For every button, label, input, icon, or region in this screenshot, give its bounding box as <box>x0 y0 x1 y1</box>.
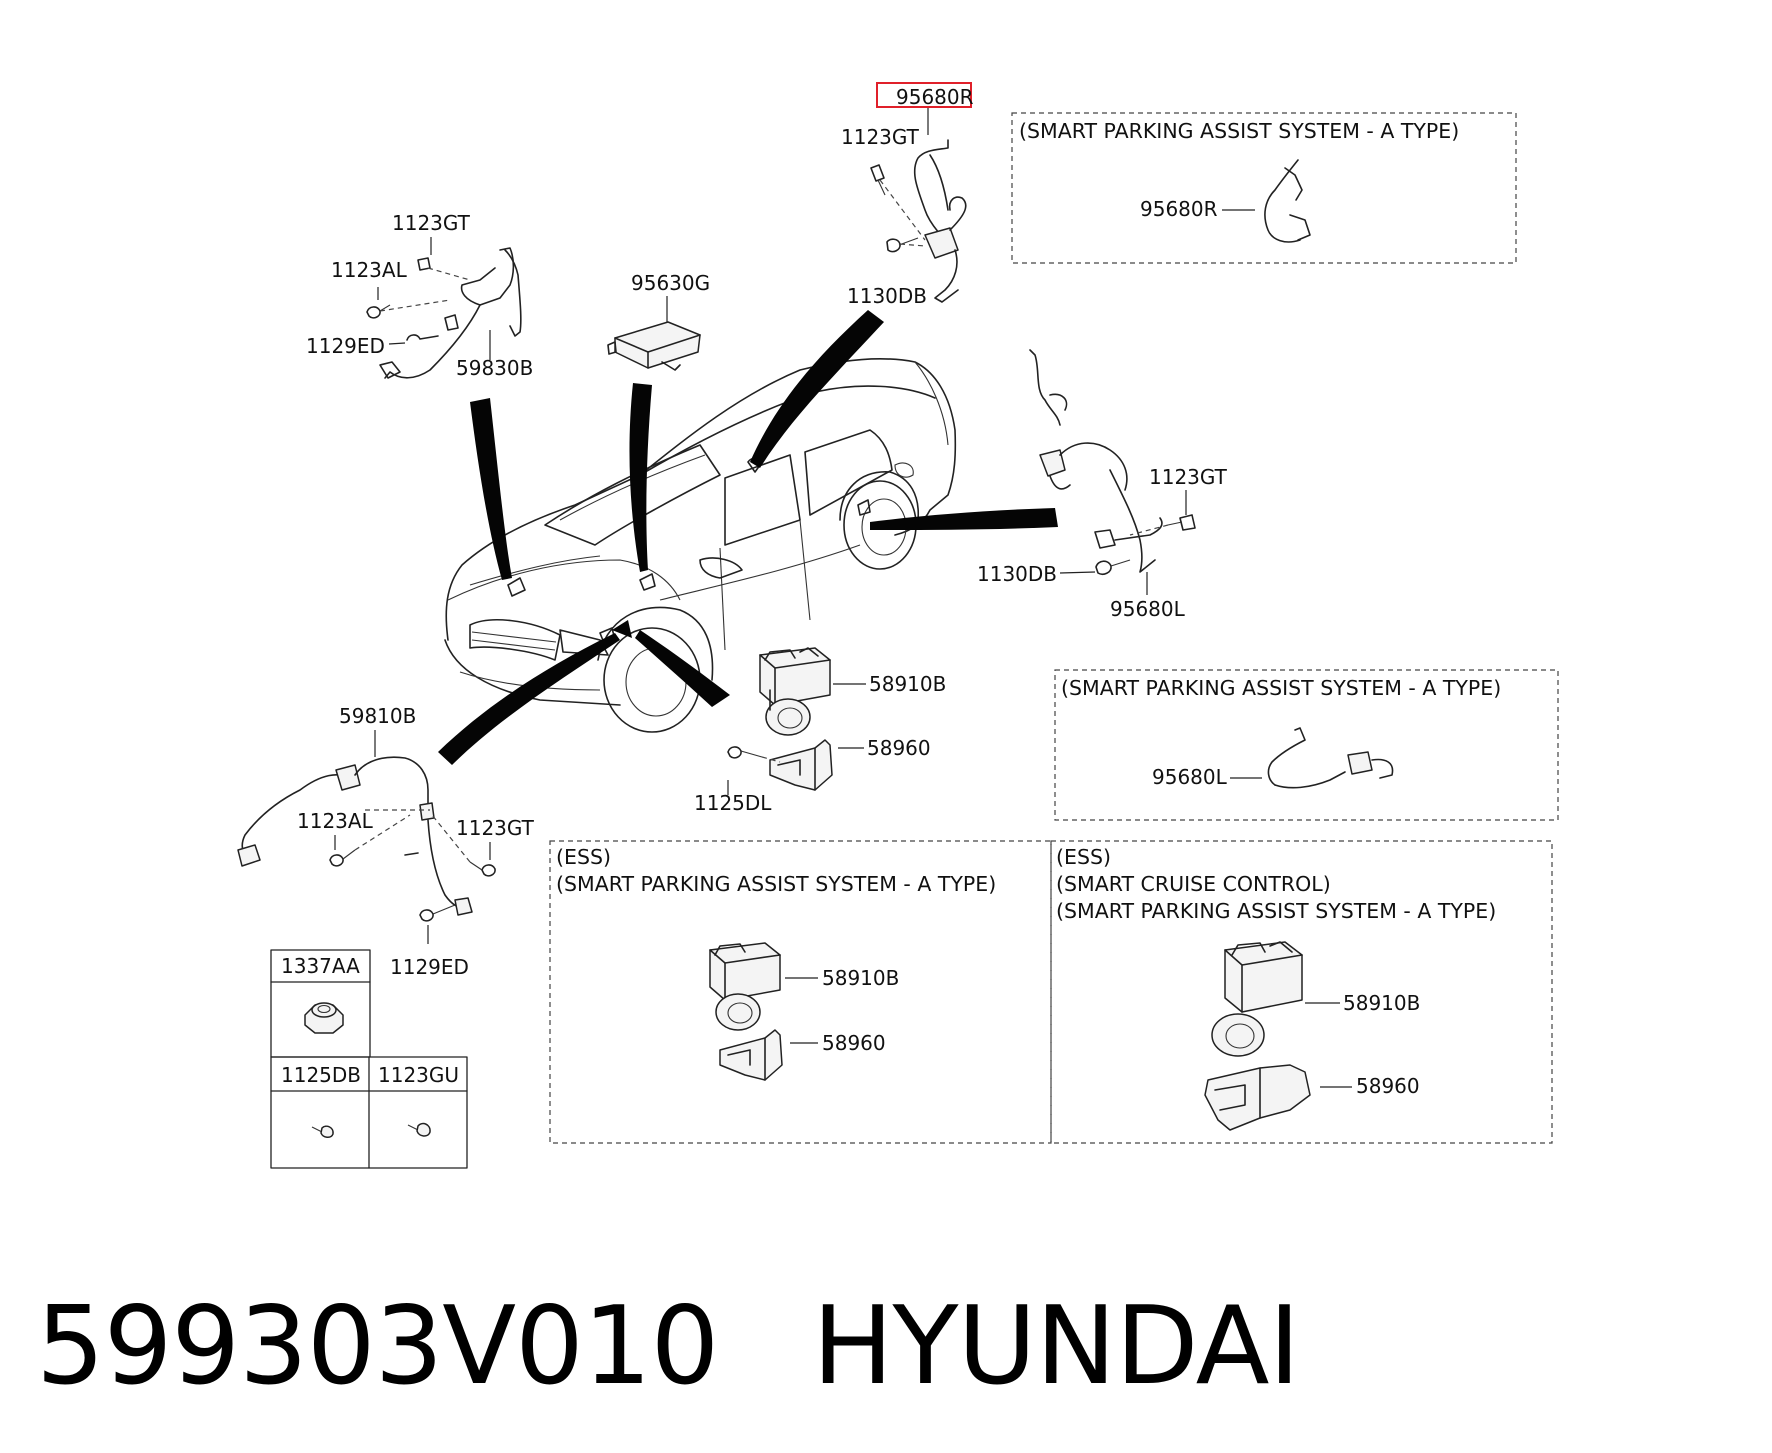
ess-left-line1: (ESS) <box>556 845 611 869</box>
label-1129ED-left[interactable]: 1129ED <box>306 334 385 358</box>
footer-brand: HYUNDAI <box>812 1284 1300 1409</box>
label-1123GT-right[interactable]: 1123GT <box>1149 465 1228 489</box>
ess-box-right: (ESS) (SMART CRUISE CONTROL) (SMART PARK… <box>1050 840 1553 1144</box>
label-1129ED-low[interactable]: 1129ED <box>390 955 469 979</box>
rear-left-sensor-group: 1123GT 1130DB 95680L <box>977 349 1228 621</box>
callout-arrows <box>438 310 1058 765</box>
rear-right-sensor-group: 95680R 1123GT 1130DB <box>841 82 974 308</box>
module-95630G-group: 95630G <box>607 271 710 371</box>
label-59810B[interactable]: 59810B <box>339 704 416 728</box>
highlight-box-95680R <box>876 82 972 108</box>
ess-right-line3: (SMART PARKING ASSIST SYSTEM - A TYPE) <box>1056 899 1496 923</box>
label-95630G[interactable]: 95630G <box>631 271 710 295</box>
label-1123AL-low[interactable]: 1123AL <box>297 809 374 833</box>
ess-right-line1: (ESS) <box>1056 845 1111 869</box>
label-58910B[interactable]: 58910B <box>869 672 946 696</box>
label-95680R-top[interactable]: 95680R <box>896 85 974 109</box>
spas-top-part-95680R[interactable]: 95680R <box>1140 197 1218 221</box>
label-58960[interactable]: 58960 <box>867 736 931 760</box>
ess-left-line2: (SMART PARKING ASSIST SYSTEM - A TYPE) <box>556 872 996 896</box>
screw-icon-1123GU <box>407 1122 431 1137</box>
hardware-table: 1337AA 1125DB 1123GU <box>270 949 468 1169</box>
ess-right-part-58910B[interactable]: 58910B <box>1343 991 1420 1015</box>
spas-mid-part-95680L[interactable]: 95680L <box>1152 765 1228 789</box>
spas-mid-title: (SMART PARKING ASSIST SYSTEM - A TYPE) <box>1061 676 1501 700</box>
label-1123GT-top[interactable]: 1123GT <box>841 125 920 149</box>
hardware-cell-1123GU[interactable]: 1123GU <box>378 1063 459 1087</box>
footer-title: 599303V010 HYUNDAI <box>36 1282 1300 1412</box>
label-1130DB-right[interactable]: 1130DB <box>977 562 1057 586</box>
label-1130DB-top[interactable]: 1130DB <box>847 284 927 308</box>
spas-top-title: (SMART PARKING ASSIST SYSTEM - A TYPE) <box>1019 119 1459 143</box>
label-95680L[interactable]: 95680L <box>1110 597 1186 621</box>
spas-box-mid: (SMART PARKING ASSIST SYSTEM - A TYPE) 9… <box>1054 669 1559 821</box>
ess-right-part-58960[interactable]: 58960 <box>1356 1074 1420 1098</box>
ess-right-line2: (SMART CRUISE CONTROL) <box>1056 872 1331 896</box>
label-1125DL[interactable]: 1125DL <box>694 791 772 815</box>
front-left-sensor-group: 1123GT 1123AL 1129ED 59830B <box>306 211 533 380</box>
ess-box-left: (ESS) (SMART PARKING ASSIST SYSTEM - A T… <box>549 840 1052 1144</box>
nut-icon <box>304 1002 344 1034</box>
label-1123GT-left[interactable]: 1123GT <box>392 211 471 235</box>
hardware-cell-1337AA[interactable]: 1337AA <box>281 954 360 978</box>
label-59830B[interactable]: 59830B <box>456 356 533 380</box>
footer-part-number: 599303V010 <box>36 1284 719 1409</box>
front-right-sensor-group: 59810B 1123AL 1123GT 1129ED <box>237 704 535 979</box>
label-1123GT-low[interactable]: 1123GT <box>456 816 535 840</box>
ess-left-part-58910B[interactable]: 58910B <box>822 966 899 990</box>
screw-icon-1125DB <box>311 1125 334 1138</box>
hardware-cell-1125DB[interactable]: 1125DB <box>281 1063 361 1087</box>
spas-box-top: (SMART PARKING ASSIST SYSTEM - A TYPE) 9… <box>1011 112 1517 264</box>
ess-left-part-58960[interactable]: 58960 <box>822 1031 886 1055</box>
hcu-main-group: 58910B 58960 1125DL <box>694 647 946 815</box>
label-1123AL-left[interactable]: 1123AL <box>331 258 408 282</box>
